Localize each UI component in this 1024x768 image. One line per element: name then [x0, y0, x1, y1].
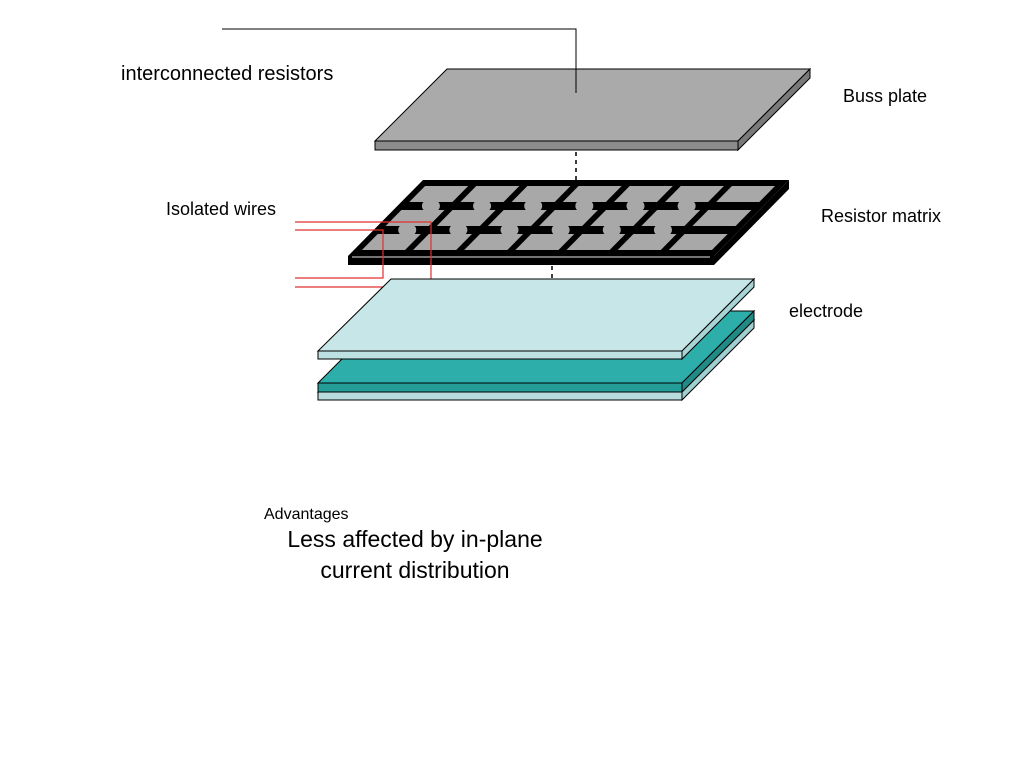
wire-inner — [295, 229, 384, 279]
electrode-label: electrode — [789, 301, 863, 321]
wire-outer — [295, 221, 432, 288]
resistor-node — [421, 199, 440, 213]
matrix-cell — [409, 186, 469, 202]
resistor-node — [500, 223, 519, 237]
resistor-node — [398, 223, 417, 237]
matrix-cell — [511, 186, 571, 202]
matrix-cell — [515, 234, 575, 250]
buss-plate-side-face — [737, 67, 811, 152]
resistor-node — [449, 223, 468, 237]
matrix-cell — [613, 186, 673, 202]
electrode-teal-side-face — [681, 309, 755, 394]
top-label: interconnected resistors — [121, 63, 333, 85]
matrix-cell — [539, 210, 598, 226]
resistor-node — [653, 223, 672, 237]
resistor-node — [575, 199, 594, 213]
resistor-node — [626, 199, 645, 213]
buss-plate-front-face — [374, 140, 739, 151]
electrode-top-side-face — [681, 277, 755, 361]
matrix-cell — [641, 210, 701, 226]
advantages-heading: Advantages — [264, 506, 349, 523]
isolated-wires-label: Isolated wires — [166, 199, 276, 219]
matrix-cell — [436, 210, 496, 226]
buss-plate-label: Buss plate — [843, 86, 927, 106]
electrode-teal-front-face — [317, 382, 683, 393]
matrix-cell — [590, 210, 650, 226]
matrix-frame-front — [348, 256, 714, 265]
resistor-node — [551, 223, 570, 237]
resistor-node — [677, 199, 696, 213]
electrode-bottom-front-face — [317, 391, 683, 401]
matrix-cell — [665, 186, 724, 202]
matrix-cell — [487, 210, 547, 226]
isolated-wires — [295, 221, 432, 288]
matrix-cell — [566, 234, 626, 250]
resistor-node — [602, 223, 621, 237]
resistor-matrix — [348, 180, 789, 265]
matrix-cell — [617, 234, 677, 250]
resistor-matrix-label: Resistor matrix — [821, 206, 941, 226]
matrix-cell — [413, 234, 472, 250]
resistor-node — [473, 199, 492, 213]
buss-plate-top-face — [373, 68, 812, 142]
matrix-cell — [692, 210, 752, 226]
electrode-top-top-face — [316, 278, 756, 352]
matrix-cell — [361, 234, 421, 250]
matrix-cell — [668, 234, 728, 250]
matrix-frame-side — [714, 180, 789, 265]
resistor-node — [524, 199, 543, 213]
matrix-cell — [716, 186, 776, 202]
buss-plate — [373, 67, 812, 152]
electrode-stack — [316, 277, 756, 402]
advantages-line-2: current distribution — [320, 557, 509, 583]
matrix-cell — [464, 234, 524, 250]
matrix-cell — [460, 186, 520, 202]
advantages-line-1: Less affected by in-plane — [287, 526, 542, 552]
matrix-cell — [562, 186, 622, 202]
electrode-top-front-face — [317, 350, 683, 360]
